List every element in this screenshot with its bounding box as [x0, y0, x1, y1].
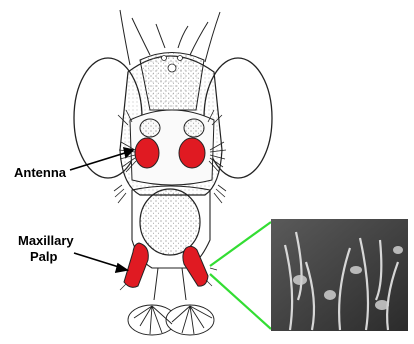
maxillary-palp-label-line2: Palp — [30, 249, 57, 264]
frons-plate — [140, 53, 204, 111]
proboscis — [154, 268, 186, 300]
antenna-label: Antenna — [14, 165, 66, 180]
right-antenna — [179, 138, 205, 168]
zoom-lines — [210, 222, 271, 329]
labellum — [128, 305, 214, 335]
left-maxillary-palp — [124, 243, 148, 287]
left-antenna — [135, 138, 159, 168]
right-maxillary-palp — [183, 246, 208, 286]
sem-micrograph — [271, 219, 408, 331]
clypeus — [140, 189, 200, 255]
maxillary-palp-label-line1: Maxillary — [18, 233, 74, 248]
